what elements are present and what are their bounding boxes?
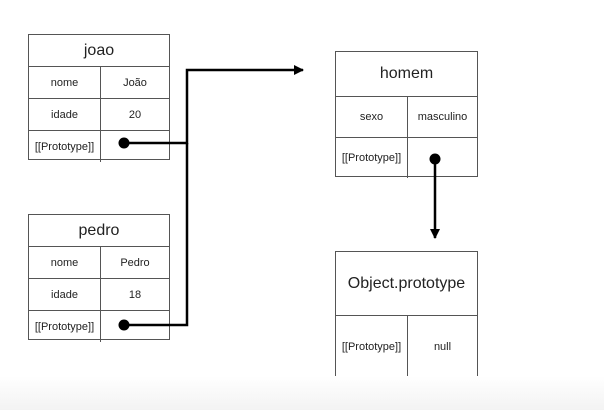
property-value: João [123, 76, 147, 89]
joao-row-nome: nome João [29, 67, 169, 99]
property-key: [[Prototype]] [336, 316, 408, 377]
property-key: idade [29, 279, 101, 310]
pedro-row-idade: idade 18 [29, 279, 169, 311]
homem-object: homem sexo masculino [[Prototype]] [335, 51, 478, 178]
pedro-row-prototype: [[Prototype]] [29, 311, 169, 342]
property-key: [[Prototype]] [29, 311, 101, 342]
pedro-row-nome: nome Pedro [29, 247, 169, 279]
property-key: [[Prototype]] [336, 138, 408, 178]
object-prototype-object: Object.prototype [[Prototype]] null [335, 251, 478, 377]
property-key: nome [29, 247, 101, 278]
pedro-object: pedro nome Pedro idade 18 [[Prototype]] [28, 214, 170, 342]
property-value: 20 [128, 108, 142, 121]
bottom-fade [0, 376, 604, 410]
property-key: sexo [336, 97, 408, 137]
pedro-prototype-dot [118, 319, 130, 331]
joao-prototype-dot [118, 137, 130, 149]
homem-row-sexo: sexo masculino [336, 97, 477, 138]
pedro-title: pedro [29, 215, 169, 247]
homem-prototype-dot [429, 153, 441, 165]
joao-row-idade: idade 20 [29, 99, 169, 131]
joao-object: joao nome João idade 20 [[Prototype]] [28, 34, 170, 162]
homem-row-prototype: [[Prototype]] [336, 138, 477, 178]
property-value: null [433, 340, 452, 353]
property-value: Pedro [120, 256, 150, 269]
joao-title: joao [29, 35, 169, 67]
property-key: [[Prototype]] [29, 131, 101, 162]
pedro-prototype-arrow [124, 143, 189, 327]
joao-row-prototype: [[Prototype]] [29, 131, 169, 162]
property-value: 18 [128, 288, 142, 301]
object-prototype-title: Object.prototype [336, 252, 477, 316]
property-value: masculino [417, 111, 468, 123]
joao-prototype-arrow [124, 65, 304, 145]
homem-title: homem [336, 52, 477, 97]
object-prototype-row-prototype: [[Prototype]] null [336, 316, 477, 377]
property-key: idade [29, 99, 101, 130]
property-key: nome [29, 67, 101, 98]
